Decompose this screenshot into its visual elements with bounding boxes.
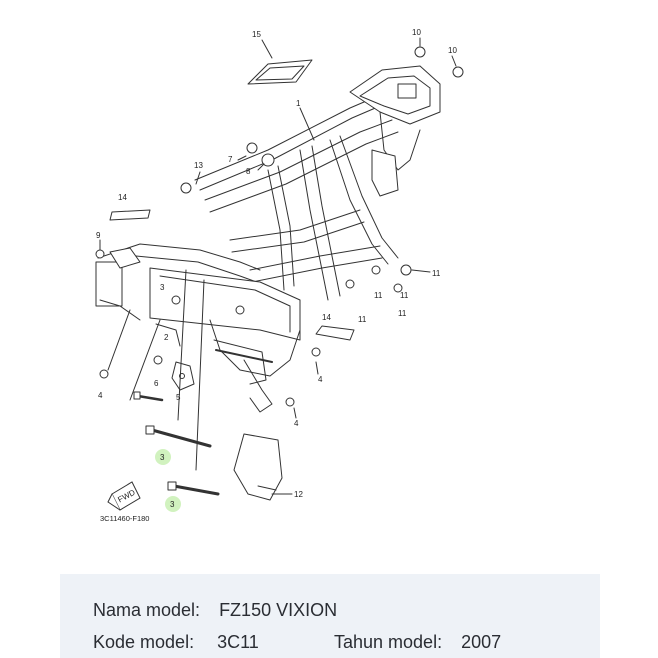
callout-label: 11 (432, 269, 441, 278)
callout-numbers: 15 10 10 1 7 8 13 14 9 3 6 5 4 2 11 11 1… (96, 28, 457, 509)
callout-label: 4 (98, 391, 103, 400)
model-year-value: 2007 (461, 632, 502, 652)
fwd-arrow-icon: FWD (107, 481, 141, 511)
callout-label: 8 (246, 167, 251, 176)
model-year-row: Tahun model: 2007 (334, 632, 501, 653)
callout-label: 4 (318, 375, 323, 384)
part-catalog-code: 3C11460-F180 (100, 514, 149, 523)
callout-label: 1 (296, 99, 301, 108)
callout-label: 10 (412, 28, 421, 37)
callout-label: 11 (374, 291, 383, 300)
callout-label: 12 (294, 490, 303, 499)
model-year-label: Tahun model: (334, 632, 443, 652)
callout-label: 13 (194, 161, 203, 170)
callout-label: 11 (400, 291, 409, 300)
callout-label: 15 (252, 30, 261, 39)
callout-label: 3 (170, 500, 175, 509)
frame-exploded-diagram: FWD 15 10 10 1 7 8 13 14 9 3 6 5 4 2 11 … (95, 28, 464, 523)
callout-label: 5 (176, 393, 181, 402)
model-name-row: Nama model: FZ150 VIXION (93, 600, 337, 621)
callout-label: 11 (398, 309, 407, 318)
callout-label: 7 (228, 155, 233, 164)
model-code-row: Kode model: 3C11 (93, 632, 259, 653)
callout-label: 9 (96, 231, 101, 240)
callout-label: 2 (164, 333, 169, 342)
callout-label: 4 (294, 419, 299, 428)
callout-label: 11 (358, 315, 367, 324)
callout-label: 3 (160, 453, 165, 462)
callout-label: 14 (322, 313, 331, 322)
model-name-value: FZ150 VIXION (219, 600, 338, 620)
callout-highlight (165, 496, 181, 512)
callout-label: 3 (160, 283, 165, 292)
callout-label: 10 (448, 46, 457, 55)
callout-label: 14 (118, 193, 127, 202)
callout-highlight (155, 449, 171, 465)
model-info-panel: Nama model: FZ150 VIXION Kode model: 3C1… (60, 574, 600, 658)
model-code-label: Kode model: (93, 632, 195, 652)
model-name-label: Nama model: (93, 600, 201, 620)
model-code-value: 3C11 (217, 632, 259, 652)
callout-label: 6 (154, 379, 159, 388)
